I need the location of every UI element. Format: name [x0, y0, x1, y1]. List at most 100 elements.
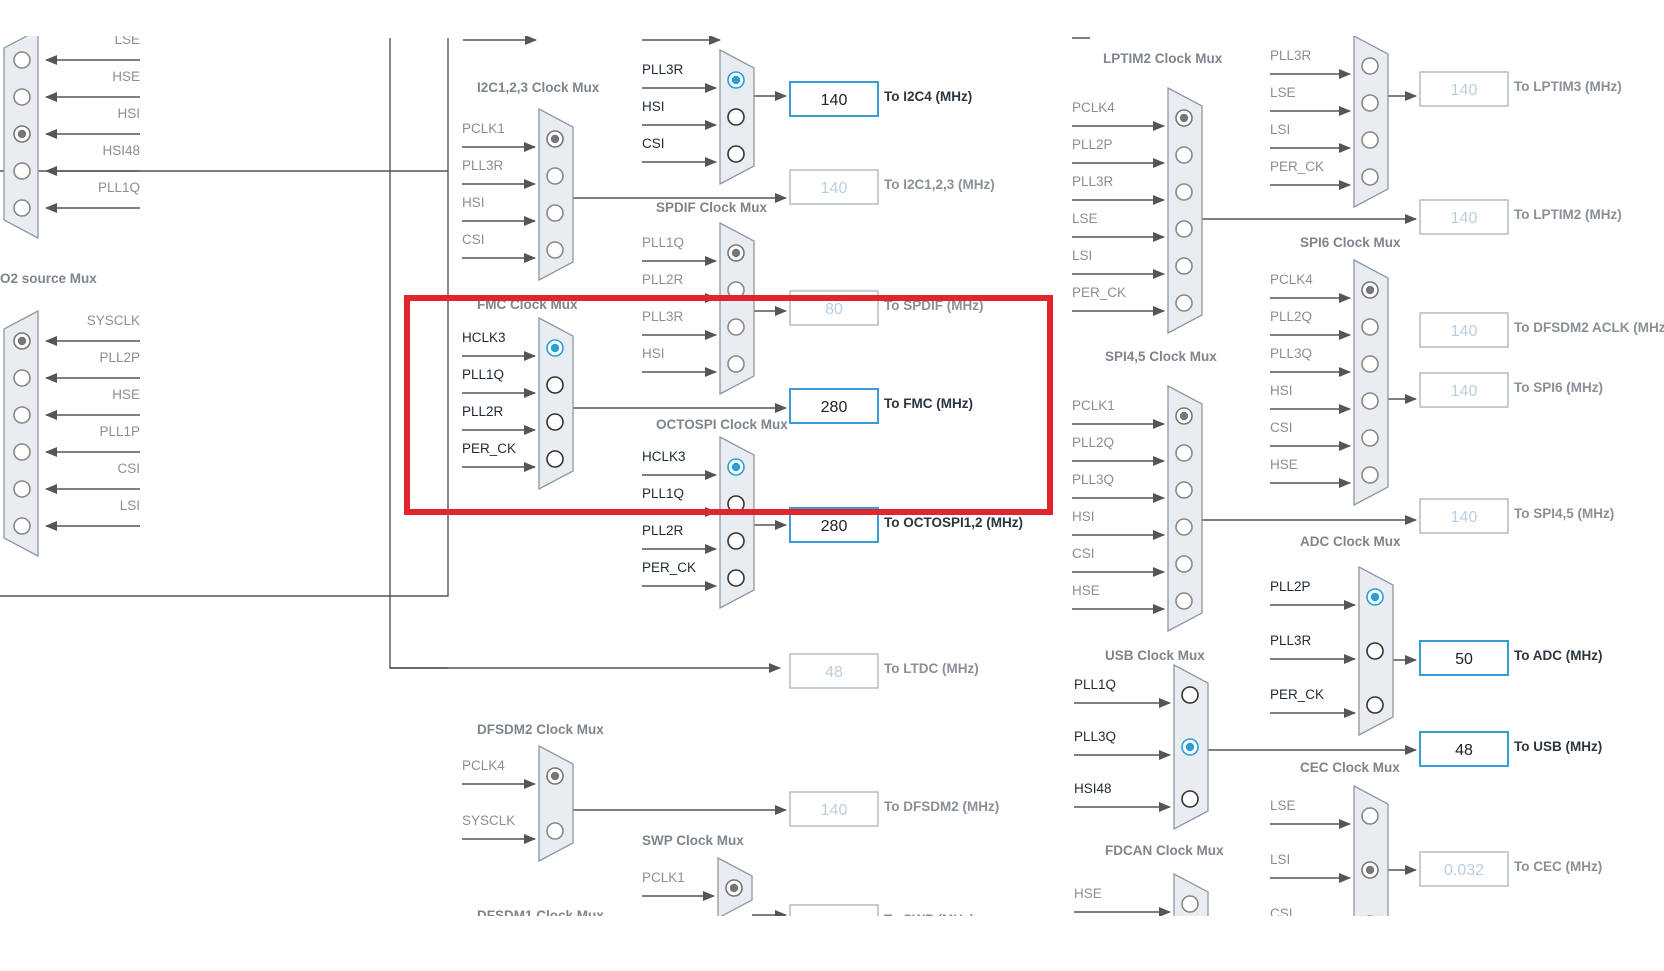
output-value-dfsdm2aclk: 140	[1451, 323, 1478, 340]
output-box-adc[interactable]	[1419, 640, 1509, 676]
output-box-lptim3[interactable]	[1419, 71, 1509, 107]
output-box-fmc[interactable]	[789, 388, 879, 424]
radio-spi45-5[interactable]	[1175, 592, 1193, 610]
output-box-swp[interactable]	[789, 904, 879, 939]
radio-lptim3-3[interactable]	[1361, 168, 1379, 186]
mux-title-lptim2: LPTIM2 Clock Mux	[1103, 51, 1223, 66]
input-label-lptim2-4: LSI	[1072, 248, 1092, 263]
radio-dot-mcoA-2	[17, 129, 27, 139]
radio-usb-2[interactable]	[1181, 790, 1199, 808]
radio-dot-adc-0	[1370, 592, 1380, 602]
mux-title-cec: CEC Clock Mux	[1300, 760, 1400, 775]
input-label-fdcan-0: HSE	[1074, 886, 1102, 901]
output-box-i2c123[interactable]	[789, 169, 879, 205]
output-box-dfsdm2[interactable]	[789, 791, 879, 827]
radio-mcoA-3[interactable]	[13, 162, 31, 180]
radio-lptim2-4[interactable]	[1175, 257, 1193, 275]
output-box-usb[interactable]	[1419, 731, 1509, 767]
output-label-dfsdm2aclk: To DFSDM2 ACLK (MHz)	[1514, 320, 1664, 335]
input-label-mcoA-2: HSI	[117, 106, 140, 121]
input-label-octospi-2: PLL2R	[642, 523, 684, 538]
output-box-cec[interactable]	[1419, 851, 1509, 887]
radio-cec-0[interactable]	[1361, 807, 1379, 825]
radio-lptim2-2[interactable]	[1175, 183, 1193, 201]
input-label-spi45-1: PLL2Q	[1072, 435, 1114, 450]
highlight-box	[404, 295, 1053, 515]
radio-adc-1[interactable]	[1366, 642, 1384, 660]
radio-i2c123-3[interactable]	[546, 241, 564, 259]
output-value-swp: 140	[821, 915, 848, 932]
input-label-spdif-0: PLL1Q	[642, 235, 684, 250]
radio-mcoA-0[interactable]	[13, 51, 31, 69]
radio-spi45-1[interactable]	[1175, 444, 1193, 462]
output-label-i2c123: To I2C1,2,3 (MHz)	[884, 177, 995, 192]
radio-mco2-1[interactable]	[13, 369, 31, 387]
mux-title-dfsdm2: DFSDM2 Clock Mux	[477, 722, 604, 737]
radio-fmc-1[interactable]	[546, 376, 564, 394]
output-box-lptim2[interactable]	[1419, 199, 1509, 235]
input-label-mcoA-1: HSE	[112, 69, 140, 84]
output-box-ltdc[interactable]	[789, 653, 879, 689]
radio-spi6-1[interactable]	[1361, 318, 1379, 336]
input-label-spi6-4: CSI	[1270, 420, 1293, 435]
radio-spdif-2[interactable]	[727, 318, 745, 336]
radio-mco2-5[interactable]	[13, 517, 31, 535]
radio-usb-0[interactable]	[1181, 686, 1199, 704]
input-label-lptim2-0: PCLK4	[1072, 100, 1115, 115]
radio-octospi-3[interactable]	[727, 569, 745, 587]
radio-mco2-4[interactable]	[13, 480, 31, 498]
input-label-cec-2: CSI	[1270, 906, 1293, 921]
mux-title-swp: SWP Clock Mux	[642, 833, 744, 848]
radio-spdif-3[interactable]	[727, 355, 745, 373]
wire	[0, 38, 449, 597]
output-box-spi45[interactable]	[1419, 498, 1509, 534]
radio-i2c4-2[interactable]	[727, 145, 745, 163]
radio-lptim2-5[interactable]	[1175, 294, 1193, 312]
radio-octospi-2[interactable]	[727, 532, 745, 550]
radio-lptim3-2[interactable]	[1361, 131, 1379, 149]
radio-cec-2[interactable]	[1362, 915, 1378, 932]
radio-mcoA-1[interactable]	[13, 88, 31, 106]
input-label-mco2-3: PLL1P	[99, 424, 140, 439]
radio-i2c123-2[interactable]	[546, 204, 564, 222]
radio-dfsdm2-1[interactable]	[546, 822, 564, 840]
radio-mco2-3[interactable]	[13, 443, 31, 461]
input-label-mco2-4: CSI	[117, 461, 140, 476]
mux-i2c123	[538, 107, 574, 282]
output-label-lptim2: To LPTIM2 (MHz)	[1514, 207, 1622, 222]
radio-lptim2-3[interactable]	[1175, 220, 1193, 238]
output-box-i2c4[interactable]	[789, 81, 879, 117]
output-box-spi6[interactable]	[1419, 372, 1509, 408]
radio-spi45-3[interactable]	[1175, 518, 1193, 536]
radio-fdcan-0[interactable]	[1181, 895, 1199, 913]
radio-lptim3-0[interactable]	[1361, 57, 1379, 75]
radio-lptim2-1[interactable]	[1175, 146, 1193, 164]
radio-mcoA-4[interactable]	[13, 199, 31, 217]
radio-i2c4-1[interactable]	[727, 108, 745, 126]
input-label-spdif-2: PLL3R	[642, 309, 684, 324]
radio-fmc-2[interactable]	[546, 413, 564, 431]
input-label-lptim3-3: PER_CK	[1270, 159, 1324, 174]
input-label-i2c4-0: PLL3R	[642, 62, 684, 77]
radio-spi45-2[interactable]	[1175, 481, 1193, 499]
radio-lptim3-1[interactable]	[1361, 94, 1379, 112]
input-label-lptim3-1: LSE	[1270, 85, 1296, 100]
radio-spi6-4[interactable]	[1361, 429, 1379, 447]
radio-spi6-2[interactable]	[1361, 355, 1379, 373]
radio-spi6-3[interactable]	[1361, 392, 1379, 410]
mux-fmc	[538, 316, 574, 491]
output-box-dfsdm2aclk[interactable]	[1419, 312, 1509, 348]
output-value-adc: 50	[1455, 651, 1473, 668]
input-label-spi6-3: HSI	[1270, 383, 1293, 398]
input-label-adc-0: PLL2P	[1270, 579, 1311, 594]
radio-spi45-4[interactable]	[1175, 555, 1193, 573]
radio-dot-cec-1	[1365, 865, 1375, 875]
radio-spi6-5[interactable]	[1361, 466, 1379, 484]
radio-adc-2[interactable]	[1366, 696, 1384, 714]
input-label-dfsdm2-1: SYSCLK	[462, 813, 515, 828]
radio-mco2-2[interactable]	[13, 406, 31, 424]
input-label-spdif-3: HSI	[642, 346, 665, 361]
radio-i2c123-1[interactable]	[546, 167, 564, 185]
radio-fmc-3[interactable]	[546, 450, 564, 468]
input-label-usb-1: PLL3Q	[1074, 729, 1116, 744]
